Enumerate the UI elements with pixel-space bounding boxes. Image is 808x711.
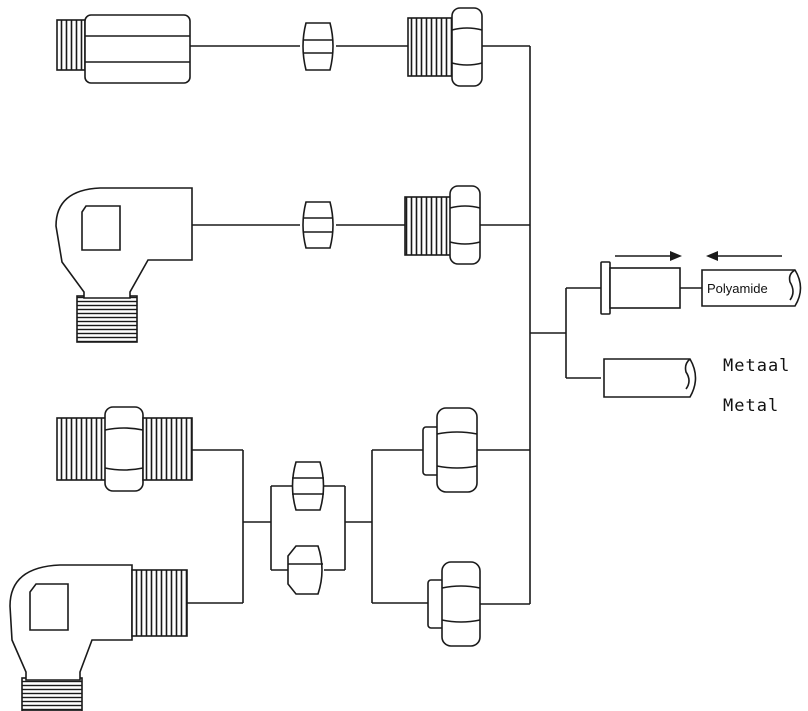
tube-insert <box>601 262 680 314</box>
metaal-label: Metaal <box>723 356 790 376</box>
ferrule <box>303 202 333 248</box>
hex-nut <box>423 408 477 492</box>
metal-tube <box>604 359 696 397</box>
union-nut <box>405 186 480 264</box>
ferrule <box>292 462 324 510</box>
connection-lines <box>187 46 702 604</box>
metal-label: Metal <box>723 396 779 416</box>
hex-nut <box>428 562 480 646</box>
elbow-adapter <box>56 188 192 342</box>
elbow-union <box>10 565 187 711</box>
straight-female-adapter <box>57 15 190 83</box>
straight-union <box>57 407 192 491</box>
tapered-ferrule <box>288 546 323 594</box>
flow-arrow-right <box>615 251 682 261</box>
union-nut <box>408 8 482 86</box>
polyamide-tube: Polyamide <box>702 270 801 306</box>
ferrule <box>303 23 333 70</box>
polyamide-label: Polyamide <box>707 281 768 296</box>
flow-arrow-left <box>706 251 782 261</box>
